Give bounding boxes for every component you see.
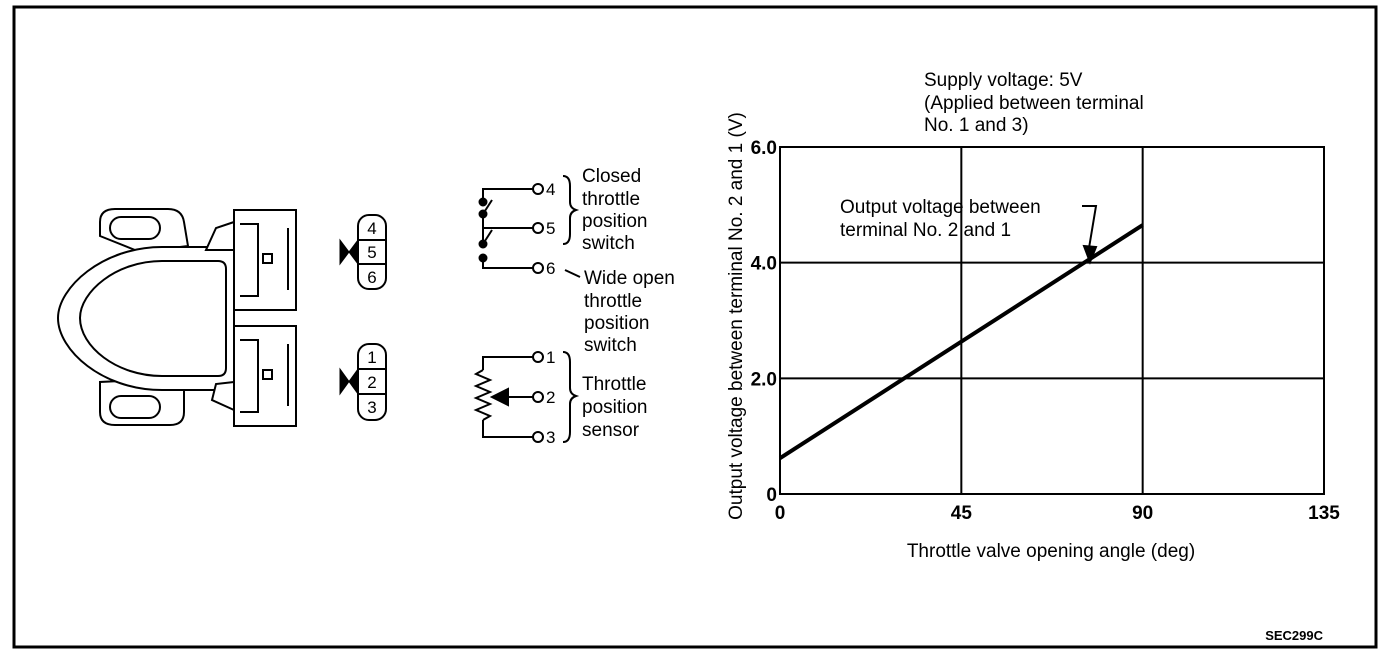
closed-switch-label-2: throttle: [582, 189, 640, 210]
wiper-arrow: [489, 387, 509, 407]
lower-pin-2: 2: [367, 373, 376, 392]
y-tick-label: 2.0: [751, 369, 777, 390]
switch-contact: [478, 253, 488, 263]
y-tick-labels: 0 2.0 4.0 6.0: [751, 138, 777, 506]
annotation-line-2: terminal No. 2 and 1: [840, 220, 1011, 241]
upper-pin-block: 4 5 6: [339, 214, 387, 290]
wide-open-leader: [564, 269, 581, 278]
bottom-mount-hole: [109, 395, 161, 419]
sensor-housing-inner: [78, 260, 227, 377]
upper-pin-6: 6: [367, 268, 376, 287]
lower-connector-latch: [240, 339, 259, 413]
sensor-terminal-1: 1: [546, 348, 555, 367]
upper-pin-4: 4: [367, 219, 376, 238]
closed-switch-label-1: Closed: [582, 166, 641, 187]
terminal-4-circle: [532, 183, 544, 195]
switch-terminal-4: 4: [546, 180, 555, 199]
closed-switch-brace: [562, 175, 580, 245]
supply-note-line-2: (Applied between terminal: [924, 93, 1144, 114]
wide-open-label-1: Wide open: [584, 268, 675, 289]
x-tick-labels: 0 45 90 135: [775, 503, 1341, 524]
x-tick-label: 90: [1132, 503, 1153, 524]
y-tick-label: 6.0: [751, 138, 777, 159]
upper-pin-5: 5: [367, 243, 376, 262]
y-tick-label: 4.0: [751, 254, 777, 275]
lower-pin-block: 1 2 3: [339, 343, 387, 421]
supply-note-line-3: No. 1 and 3): [924, 115, 1029, 136]
sensor-label-3: sensor: [582, 420, 640, 441]
wide-open-label-2: throttle: [584, 291, 642, 312]
y-tick-label: 0: [766, 485, 777, 506]
closed-switch-label-3: position: [582, 211, 648, 232]
sensor-label-1: Throttle: [582, 374, 646, 395]
switch-terminal-6: 6: [546, 259, 555, 278]
terminal-2-circle: [532, 391, 544, 403]
switch-terminal-5: 5: [546, 219, 555, 238]
lower-pin-3: 3: [367, 398, 376, 417]
upper-connector-latch: [240, 223, 259, 297]
upper-lock-marker: [339, 238, 359, 266]
wire-terminal-4: [482, 188, 533, 202]
lower-connector-key: [262, 369, 273, 380]
output-voltage-line: [778, 223, 1144, 460]
switch-contact: [478, 197, 488, 207]
switch-contact: [478, 239, 488, 249]
x-tick-label: 0: [775, 503, 786, 524]
annotation-line-1: Output voltage between: [840, 197, 1041, 218]
terminal-5-circle: [532, 222, 544, 234]
switch-contact: [478, 209, 488, 219]
sensor-terminal-2: 2: [546, 388, 555, 407]
upper-connector-key: [262, 253, 273, 264]
sensor-label-2: position: [582, 397, 648, 418]
terminal-1-circle: [532, 351, 544, 363]
x-tick-label: 135: [1308, 503, 1340, 524]
sensor-terminal-3: 3: [546, 428, 555, 447]
chart-series: [778, 223, 1144, 460]
x-tick-label: 45: [951, 503, 973, 524]
sensor-schematic: [473, 351, 580, 443]
chart-grid: [780, 147, 1324, 494]
lower-flare: [210, 380, 235, 412]
x-axis-title: Throttle valve opening angle (deg): [907, 541, 1195, 562]
terminal-6-circle: [532, 262, 544, 274]
figure-frame: [12, 5, 1378, 649]
upper-flare: [204, 220, 235, 251]
switch-schematic: [478, 175, 581, 278]
supply-note-line-1: Supply voltage: 5V: [924, 70, 1083, 91]
wide-open-label-4: switch: [584, 335, 637, 356]
wire-terminal-3: [482, 420, 533, 438]
terminal-3-circle: [532, 431, 544, 443]
output-voltage-chart: Supply voltage: 5V (Applied between term…: [726, 70, 1340, 562]
top-mount-hole: [109, 216, 161, 240]
sensor-body-drawing: [56, 208, 297, 427]
annotation-leader: [1082, 205, 1098, 265]
figure-code: SEC299C: [1265, 628, 1323, 643]
wire-terminal-6: [482, 258, 533, 269]
lower-pin-1: 1: [367, 348, 376, 367]
resistor-element: [473, 369, 493, 421]
wire-terminal-1: [482, 356, 533, 370]
sensor-brace: [562, 351, 580, 443]
plot-frame: [779, 146, 1325, 495]
closed-switch-label-4: switch: [582, 233, 635, 254]
lower-lock-marker: [339, 367, 359, 396]
y-axis-title: Output voltage between terminal No. 2 an…: [726, 112, 747, 520]
wide-open-label-3: position: [584, 313, 650, 334]
